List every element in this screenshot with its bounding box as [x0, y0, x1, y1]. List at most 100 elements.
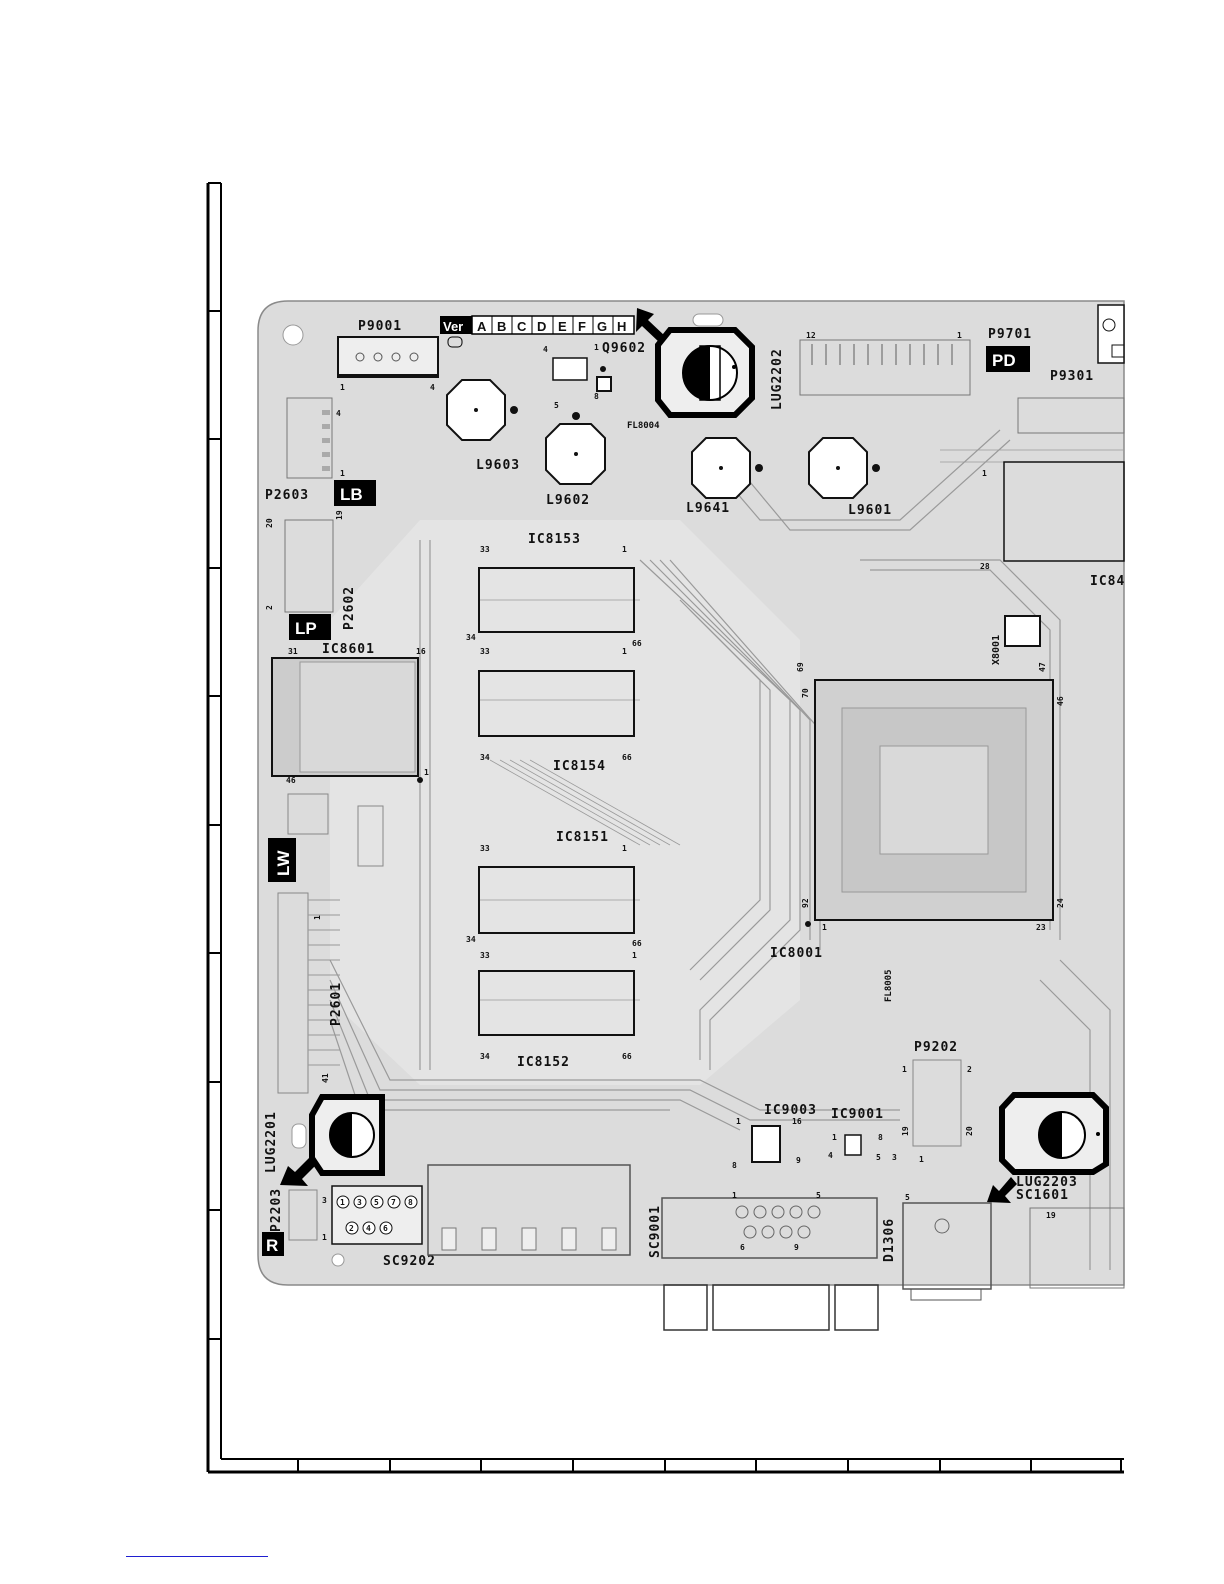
l9601-label: L9601	[848, 503, 892, 518]
svg-text:5: 5	[816, 1191, 821, 1200]
ic9003-label: IC9003	[764, 1103, 817, 1118]
lug2201-ground	[291, 1094, 385, 1176]
q9602-component	[552, 357, 588, 381]
svg-text:B: B	[497, 319, 506, 334]
tag-pd	[986, 346, 1030, 372]
svg-text:34: 34	[480, 753, 490, 762]
svg-text:20: 20	[965, 1126, 974, 1136]
svg-text:9: 9	[796, 1156, 801, 1165]
d1306-label: D1306	[882, 1218, 897, 1262]
svg-text:1: 1	[902, 1065, 907, 1074]
svg-text:2: 2	[349, 1224, 354, 1233]
ic8154-label: IC8154	[553, 759, 606, 774]
ic8001-label: IC8001	[770, 946, 823, 961]
inductor-icon	[545, 412, 606, 485]
ic8153-chip	[478, 567, 635, 633]
l9641-label: L9641	[686, 501, 730, 516]
svg-text:3: 3	[357, 1198, 362, 1207]
p9301-label: P9301	[1050, 369, 1094, 384]
footer-link-underline[interactable]	[126, 1556, 268, 1557]
svg-text:46: 46	[1056, 696, 1065, 706]
svg-text:3: 3	[892, 1153, 897, 1162]
svg-text:E: E	[558, 319, 567, 334]
svg-text:23: 23	[1036, 923, 1046, 932]
lug2202-ground	[655, 313, 755, 418]
svg-text:5: 5	[905, 1193, 910, 1202]
svg-text:F: F	[578, 319, 586, 334]
svg-text:A: A	[477, 319, 487, 334]
svg-text:19: 19	[1046, 1211, 1056, 1220]
svg-text:16: 16	[416, 647, 426, 656]
svg-text:1: 1	[919, 1155, 924, 1164]
svg-text:1: 1	[340, 469, 345, 478]
svg-text:66: 66	[632, 939, 642, 948]
svg-text:34: 34	[466, 633, 476, 642]
svg-text:8: 8	[878, 1133, 883, 1142]
svg-text:47: 47	[1038, 662, 1047, 672]
x8001-crystal	[1004, 615, 1041, 647]
svg-text:1: 1	[594, 343, 599, 352]
svg-text:41: 41	[321, 1073, 330, 1083]
svg-text:1: 1	[313, 915, 322, 920]
svg-text:33: 33	[480, 647, 490, 656]
svg-text:PD: PD	[992, 351, 1016, 370]
p9701-label: P9701	[988, 327, 1032, 342]
ic8152-label: IC8152	[517, 1055, 570, 1070]
svg-text:19: 19	[335, 510, 344, 520]
svg-text:33: 33	[480, 844, 490, 853]
sc9001-connector	[661, 1197, 878, 1259]
svg-text:5: 5	[554, 401, 559, 410]
ic8152-chip	[478, 970, 635, 1036]
svg-text:8: 8	[408, 1198, 413, 1207]
svg-text:G: G	[597, 319, 607, 334]
svg-text:24: 24	[1056, 898, 1065, 908]
svg-text:1: 1	[340, 1198, 345, 1207]
p2603-connector	[286, 397, 333, 479]
svg-text:5: 5	[876, 1153, 881, 1162]
sc9202-label: SC9202	[383, 1254, 436, 1269]
inductor-icon	[808, 437, 880, 499]
sc1601-label: SC1601	[1016, 1188, 1069, 1203]
p2203-connector	[288, 1189, 318, 1241]
tag-lp	[289, 614, 331, 640]
ic8151-label: IC8151	[556, 830, 609, 845]
svg-text:66: 66	[622, 1052, 632, 1061]
p2203-label: P2203	[269, 1188, 284, 1232]
svg-text:4: 4	[336, 409, 341, 418]
svg-text:1: 1	[982, 469, 987, 478]
svg-text:4: 4	[366, 1224, 371, 1233]
mounting-hole-icon	[282, 324, 304, 346]
version-label: Ver	[443, 319, 463, 334]
svg-text:LW: LW	[274, 850, 293, 876]
ic8601-chip	[271, 657, 419, 777]
sc9001-label: SC9001	[648, 1205, 663, 1258]
sheet-frame	[206, 182, 1124, 1474]
svg-text:R: R	[266, 1236, 278, 1255]
ic84-label: IC84	[1090, 574, 1125, 589]
svg-text:3: 3	[322, 1196, 327, 1205]
version-table: Ver A B C D E F G H	[440, 315, 635, 348]
ic9003-chip	[751, 1125, 781, 1163]
ic84-chip	[1003, 461, 1125, 562]
p9001-label: P9001	[358, 319, 402, 334]
svg-text:7: 7	[391, 1198, 396, 1207]
inductor-icon	[446, 379, 518, 441]
svg-text:4: 4	[828, 1151, 833, 1160]
svg-text:LP: LP	[295, 619, 317, 638]
q9602-label: Q9602	[602, 341, 646, 356]
ic8154-chip	[478, 670, 635, 737]
arrow-marker-icon	[280, 1156, 318, 1186]
p2603-label: P2603	[265, 488, 309, 503]
svg-text:C: C	[517, 319, 527, 334]
tag-lb	[334, 480, 376, 506]
svg-text:1: 1	[424, 768, 429, 777]
lug2201-label: LUG2201	[264, 1111, 279, 1173]
svg-text:1: 1	[622, 647, 627, 656]
svg-text:12: 12	[806, 331, 816, 340]
svg-text:34: 34	[466, 935, 476, 944]
svg-text:1: 1	[736, 1117, 741, 1126]
ic9001-chip	[844, 1134, 862, 1156]
p2602-label: P2602	[342, 586, 357, 630]
svg-text:2: 2	[265, 605, 274, 610]
